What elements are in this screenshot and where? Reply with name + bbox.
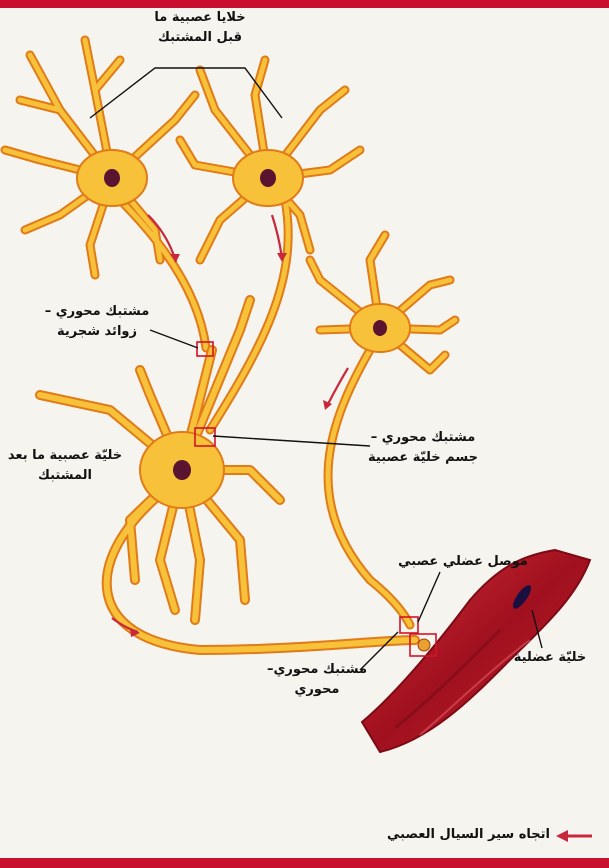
label-axoaxonic-synapse: مشتبك محوري– محوري	[262, 660, 372, 700]
impulse-arrows	[112, 215, 348, 637]
nucleus	[104, 169, 120, 187]
label-axodendritic-line2: زوائد شجرية	[42, 322, 152, 342]
nucleus	[260, 169, 276, 187]
label-axosomatic-line1: مشتبك محوري –	[358, 428, 488, 448]
label-axodendritic-synapse: مشتبك محوري – زوائد شجرية	[42, 302, 152, 342]
label-presynaptic-line1: خلايا عصبية ما	[145, 8, 255, 28]
label-presynaptic-neurons: خلايا عصبية ما قبل المشتبك	[145, 8, 255, 48]
label-neuromuscular-text: موصل عضلي عصبي	[398, 552, 528, 572]
label-axodendritic-line1: مشتبك محوري –	[42, 302, 152, 322]
label-postsynaptic-line2: المشتبك	[0, 466, 130, 486]
nucleus	[373, 320, 387, 336]
neurons	[5, 40, 455, 650]
label-axosomatic-line2: جسم خليّة عصبية	[358, 448, 488, 468]
label-muscle-cell: خليّة عضلية	[500, 648, 600, 668]
label-presynaptic-line2: قبل المشتبك	[145, 28, 255, 48]
nucleus	[173, 460, 191, 480]
label-neuromuscular-junction: موصل عضلي عصبي	[398, 552, 528, 572]
label-postsynaptic-neuron: خليّة عصبية ما بعد المشتبك	[0, 446, 130, 486]
label-axoaxonic-line2: محوري	[262, 680, 372, 700]
legend-label: اتجاه سير السيال العصبي	[370, 825, 550, 845]
label-muscle-cell-text: خليّة عضلية	[500, 648, 600, 668]
leader-lines	[90, 68, 542, 670]
bottom-color-band	[0, 858, 609, 868]
legend-text: اتجاه سير السيال العصبي	[370, 825, 550, 845]
label-axoaxonic-line1: مشتبك محوري–	[262, 660, 372, 680]
label-axosomatic-synapse: مشتبك محوري – جسم خليّة عصبية	[358, 428, 488, 468]
label-postsynaptic-line1: خليّة عصبية ما بعد	[0, 446, 130, 466]
legend-arrow-icon	[556, 830, 592, 842]
